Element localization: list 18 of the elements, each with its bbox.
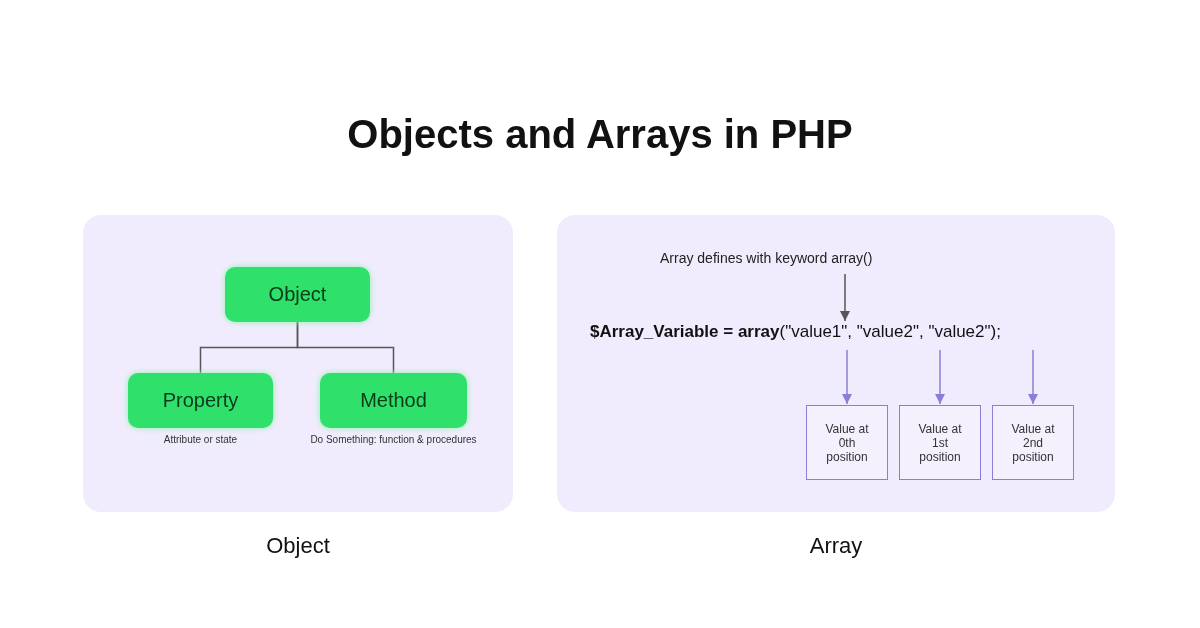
arrow bbox=[839, 273, 851, 322]
arrow bbox=[934, 349, 946, 405]
arrow bbox=[841, 349, 853, 405]
annotation-text: Array defines with keyword array() bbox=[660, 250, 960, 270]
panel-caption: Object bbox=[265, 533, 331, 559]
panel-caption: Array bbox=[808, 533, 864, 559]
title: Objects and Arrays in PHP bbox=[346, 112, 854, 157]
arrow bbox=[1027, 349, 1039, 405]
value-box: Value at 2nd position bbox=[992, 405, 1074, 480]
process-box: Method bbox=[320, 373, 467, 428]
connector-line bbox=[296, 321, 395, 374]
caption-text: Do Something: function & procedures bbox=[309, 434, 478, 445]
value-box: Value at 0th position bbox=[806, 405, 888, 480]
code-line: $Array_Variable = array("value1", "value2", "value2"); bbox=[590, 322, 1100, 346]
value-box: Value at 1st position bbox=[899, 405, 981, 480]
caption-text: Attribute or state bbox=[162, 434, 239, 445]
process-box: Object bbox=[225, 267, 370, 322]
process-box: Property bbox=[128, 373, 273, 428]
